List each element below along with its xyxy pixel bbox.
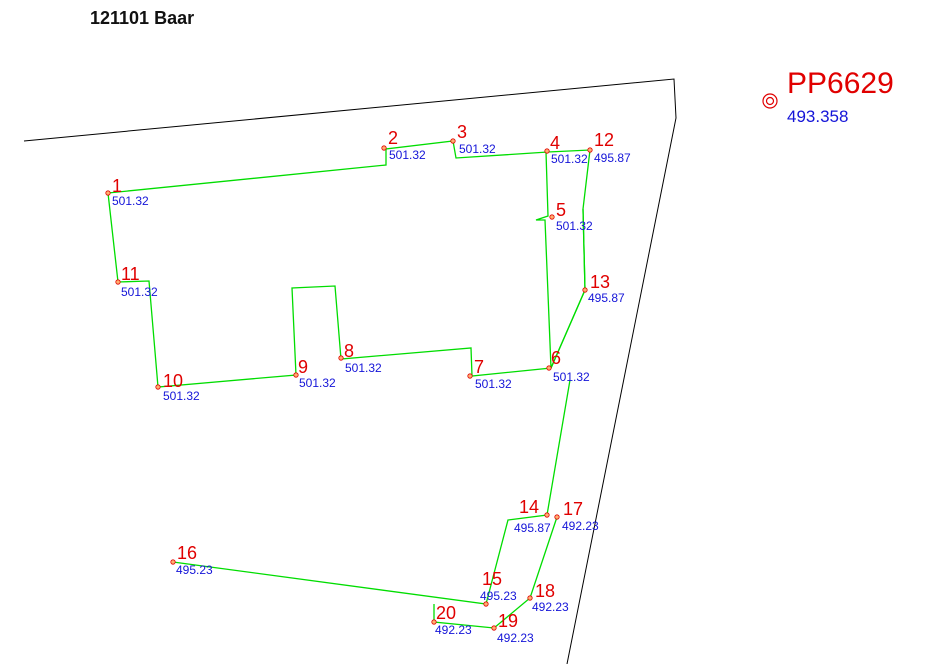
survey-point-elevation: 495.87 (588, 291, 625, 305)
survey-point-number: 3 (457, 122, 467, 142)
survey-point-number: 4 (550, 133, 560, 153)
reference-point-id: PP6629 (787, 67, 894, 100)
survey-point-elevation: 501.32 (475, 377, 512, 391)
survey-point-number: 14 (519, 497, 539, 517)
survey-point-number: 16 (177, 543, 197, 563)
survey-point: 6 501.32 (546, 348, 590, 384)
survey-point-elevation: 495.87 (514, 521, 551, 535)
survey-point-elevation: 492.23 (435, 623, 472, 637)
survey-point-marker (549, 214, 555, 220)
survey-point-elevation: 501.32 (389, 148, 426, 162)
survey-point-elevation: 492.23 (532, 600, 569, 614)
survey-point-elevation: 501.32 (345, 361, 382, 375)
survey-point-marker (170, 559, 176, 565)
survey-point-elevation: 495.23 (176, 563, 213, 577)
survey-point-number: 15 (482, 569, 502, 589)
survey-point-marker (155, 384, 161, 390)
survey-point-marker (546, 365, 552, 371)
survey-point-marker (467, 373, 473, 379)
survey-point-marker (544, 512, 550, 518)
reference-point-outer-ring (762, 93, 778, 109)
survey-point-number: 10 (163, 371, 183, 391)
survey-point-number: 17 (563, 499, 583, 519)
survey-point-number: 6 (551, 348, 561, 368)
survey-point-marker (491, 625, 497, 631)
survey-point-marker (115, 279, 121, 285)
survey-point-marker (483, 601, 489, 607)
reference-point-inner-ring (765, 96, 775, 106)
survey-point-marker (431, 619, 437, 625)
survey-point-number: 11 (121, 264, 140, 284)
map-title: 121101 Baar (90, 8, 195, 28)
survey-point-number: 19 (498, 611, 518, 631)
survey-point-number: 1 (112, 176, 122, 196)
survey-point-number: 8 (344, 341, 354, 361)
survey-point-number: 18 (535, 581, 555, 601)
survey-point-elevation: 495.23 (480, 589, 517, 603)
survey-point: 14 495.87 (514, 497, 551, 535)
survey-point-number: 20 (436, 603, 456, 623)
survey-point-marker (527, 595, 533, 601)
survey-point-elevation: 501.32 (551, 152, 588, 166)
survey-point-marker (587, 147, 593, 153)
survey-point-elevation: 492.23 (562, 519, 599, 533)
survey-point-marker (105, 190, 111, 196)
survey-point-marker (582, 287, 588, 293)
survey-point-elevation: 501.32 (121, 285, 158, 299)
survey-point-marker (554, 514, 560, 520)
survey-point-elevation: 501.32 (112, 194, 149, 208)
survey-point-elevation: 492.23 (497, 631, 534, 645)
survey-point-elevation: 501.32 (553, 370, 590, 384)
parcel-boundary-line (23, 78, 677, 664)
survey-point-number: 13 (590, 272, 610, 292)
reference-point-elevation: 493.358 (787, 107, 848, 126)
outline-ramp-section (172, 379, 571, 605)
survey-point-marker (450, 138, 456, 144)
survey-point-elevation: 501.32 (556, 219, 593, 233)
survey-point-number: 9 (298, 357, 308, 377)
survey-point-number: 5 (556, 200, 566, 220)
outline-upper-section (107, 140, 591, 369)
reference-point: PP6629 493.358 (762, 67, 894, 126)
survey-point-elevation: 495.87 (594, 151, 631, 165)
survey-point-marker (544, 148, 550, 154)
survey-point-elevation: 501.32 (459, 142, 496, 156)
survey-point-marker (381, 145, 387, 151)
survey-point-elevation: 501.32 (299, 376, 336, 390)
survey-point-marker (293, 372, 299, 378)
survey-point-number: 12 (594, 130, 614, 150)
survey-point-number: 2 (388, 128, 398, 148)
survey-point-elevation: 501.32 (163, 389, 200, 403)
survey-point-number: 7 (474, 357, 484, 377)
parcel-boundary (23, 78, 677, 664)
survey-point-marker (338, 355, 344, 361)
